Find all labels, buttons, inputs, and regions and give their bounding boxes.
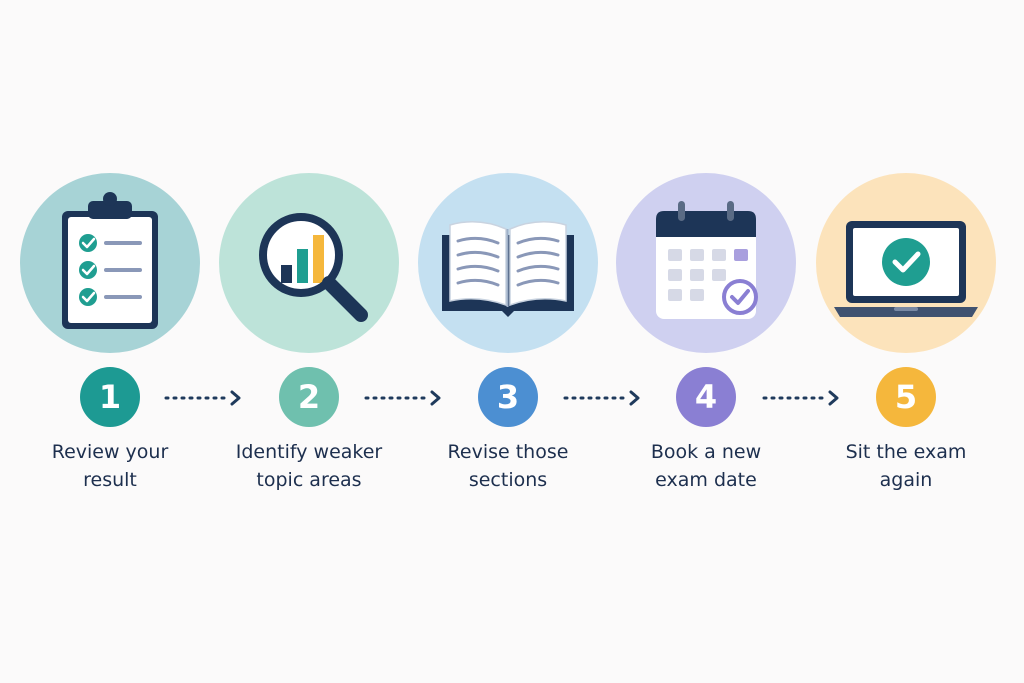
step-5-label: Sit the exam again: [806, 438, 1006, 494]
connector-arrow-2: [364, 390, 441, 406]
connector-arrow-4: [762, 390, 839, 406]
step-3-label-line-2: sections: [468, 469, 548, 491]
connector-arrow-1: [164, 390, 241, 406]
step-3-label-line-1: Revise those: [447, 441, 569, 463]
step-1-label-line-1: Review your: [51, 441, 169, 463]
connector-arrow-3: [563, 390, 640, 406]
step-4-label-line-1: Book a new: [650, 441, 762, 463]
step-5-number-badge: 5: [876, 367, 936, 427]
step-5-label-line-1: Sit the exam: [845, 441, 967, 463]
magnifier-chart-icon: [259, 213, 368, 322]
open-book-icon: [442, 221, 574, 317]
step-4-label-line-2: exam date: [655, 469, 757, 491]
step-3-label: Revise those sections: [408, 438, 608, 494]
step-2-icon-circle: [219, 173, 399, 353]
step-2-label: Identify weaker topic areas: [209, 438, 409, 494]
step-1-icon-circle: [20, 173, 200, 353]
step-2-label-line-1: Identify weaker: [235, 441, 383, 463]
step-1-number-badge: 1: [80, 367, 140, 427]
laptop-check-icon: [834, 221, 978, 317]
step-3-number-badge: 3: [478, 367, 538, 427]
step-4-label: Book a new exam date: [606, 438, 806, 494]
clipboard-checklist-icon: [62, 192, 158, 329]
step-3-icon-circle: [418, 173, 598, 353]
step-5-icon-circle: [816, 173, 996, 353]
calendar-check-icon: [656, 201, 758, 319]
step-2-label-line-2: topic areas: [256, 469, 362, 491]
step-1-label: Review your result: [10, 438, 210, 494]
step-5-label-line-2: again: [879, 469, 933, 491]
step-4-icon-circle: [616, 173, 796, 353]
step-2-number-badge: 2: [279, 367, 339, 427]
step-4-number-badge: 4: [676, 367, 736, 427]
step-1-label-line-2: result: [83, 469, 137, 491]
